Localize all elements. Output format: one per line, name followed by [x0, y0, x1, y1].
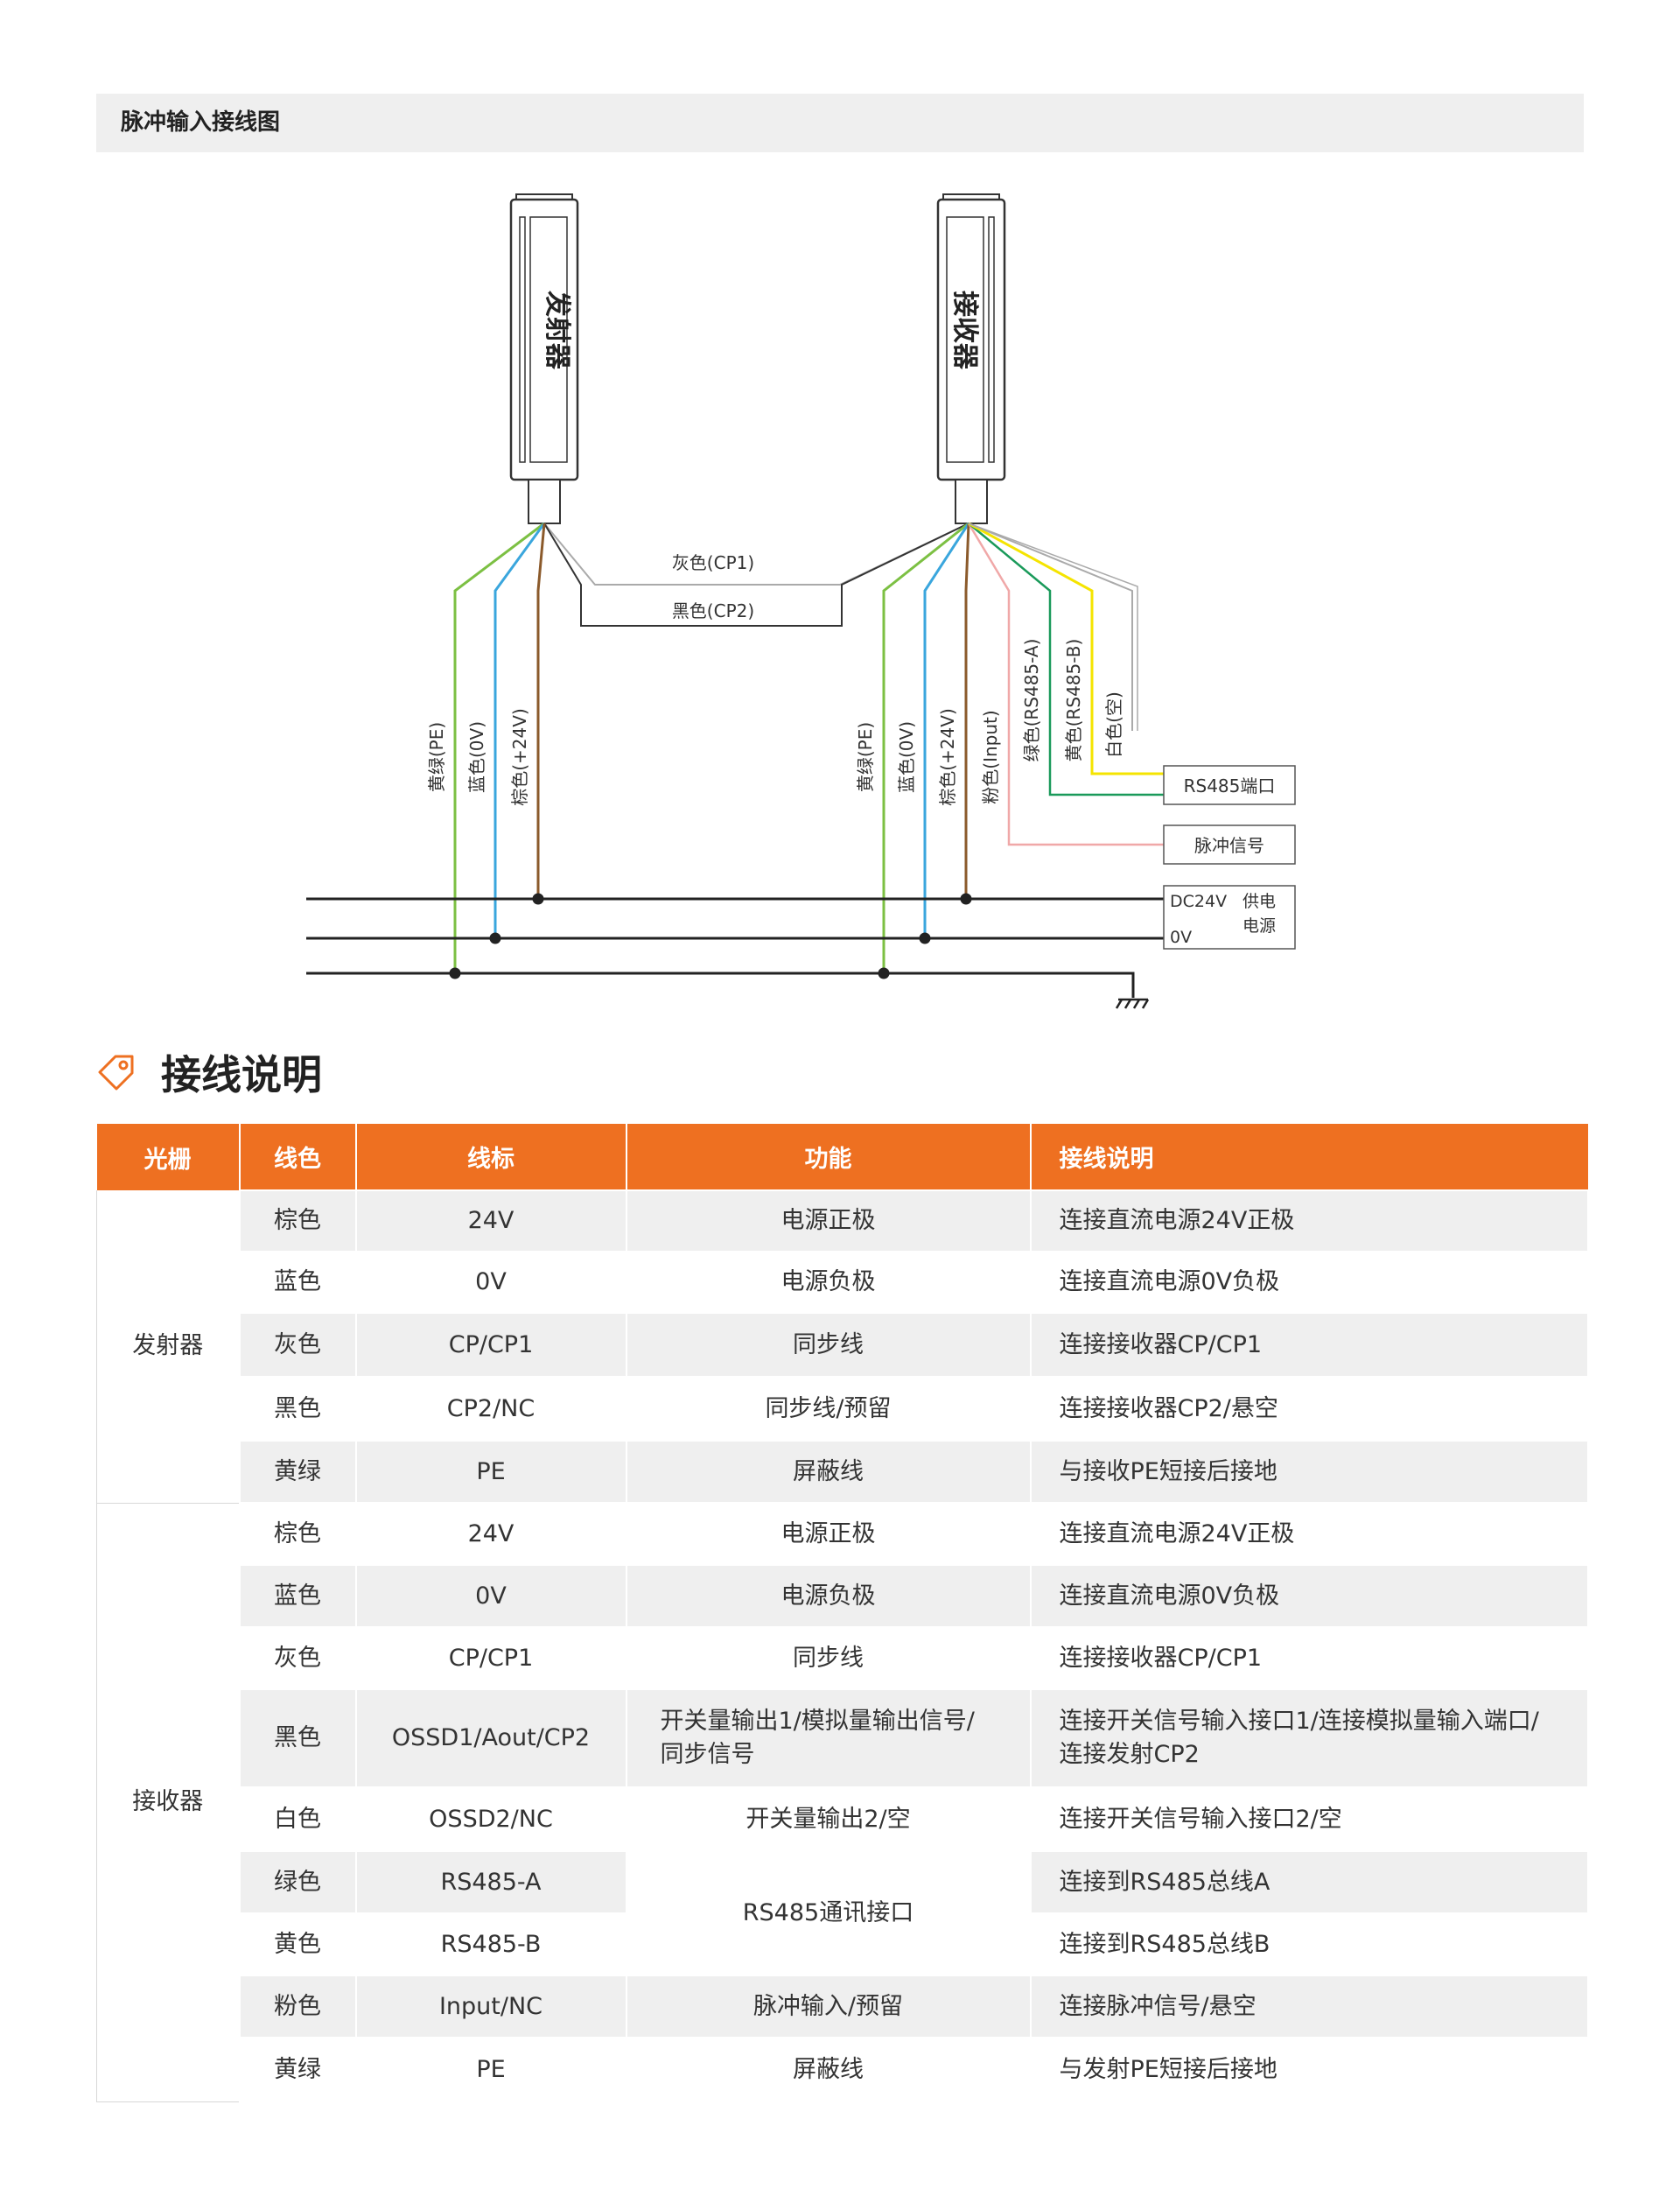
- receiver-wire-label: 黄色(RS485-B): [1063, 639, 1084, 762]
- pulse-signal-box: 脉冲信号: [1163, 824, 1296, 865]
- wiring-table: 光栅 线色 线标 功能 接线说明 发射器 棕色 24V 电源正极 连接直流电源2…: [96, 1124, 1589, 2102]
- section-title-text: 接线说明: [161, 1051, 322, 1098]
- table-row: 蓝色 0V 电源负极 连接直流电源0V负极: [97, 1251, 1589, 1314]
- table-row: 黑色 OSSD1/Aout/CP2 开关量输出1/模拟量输出信号/ 同步信号 连…: [97, 1688, 1589, 1788]
- receiver-label: 接收器: [949, 291, 980, 370]
- receiver-wire-label: 粉色(Input): [980, 710, 1001, 803]
- table-row: 黄绿 PE 屏蔽线 与发射PE短接后接地: [97, 2037, 1589, 2102]
- table-row: 粉色 Input/NC 脉冲输入/预留 连接脉冲信号/悬空: [97, 1975, 1589, 2038]
- group-emitter: 发射器: [96, 1190, 240, 1504]
- wire-label-black: 黑色(CP2): [672, 600, 754, 621]
- rs485-port-box: RS485端口: [1163, 765, 1296, 805]
- diagram-header: 脉冲输入接线图: [96, 94, 1584, 152]
- wire-emitter-24v: [536, 523, 546, 899]
- receiver-wire-label: 蓝色(0V): [896, 721, 917, 793]
- receiver-device: 接收器: [936, 193, 1006, 524]
- table-header: 线色: [239, 1124, 357, 1190]
- table-row: 黄绿 PE 屏蔽线 与接收PE短接后接地: [97, 1440, 1589, 1504]
- svg-text:DC24V: DC24V: [1170, 892, 1227, 911]
- table-header: 线标: [355, 1124, 627, 1190]
- svg-text:脉冲信号: 脉冲信号: [1194, 835, 1264, 856]
- table-header: 接线说明: [1030, 1124, 1588, 1190]
- receiver-wire-label: 黄绿(PE): [855, 722, 876, 792]
- emitter-device: 发射器: [509, 193, 579, 524]
- wire-emitter-0v: [494, 523, 546, 938]
- wiring-diagram: 发射器 接收器 灰色(CP1) 黑色(CP2) 黄绿(: [306, 193, 1296, 1009]
- svg-text:0V: 0V: [1170, 928, 1192, 947]
- receiver-wire-label: 绿色(RS485-A): [1021, 639, 1042, 762]
- wire-receiver-yellow: [968, 522, 1164, 775]
- wire-emitter-pe: [453, 522, 545, 973]
- power-supply-box: DC24V 0V 供电 电源: [1163, 885, 1296, 950]
- table-row: 灰色 CP/CP1 同步线 连接接收器CP/CP1: [97, 1312, 1589, 1378]
- receiver-wire-label: 白色(空): [1103, 691, 1124, 758]
- svg-text:供电: 供电: [1242, 892, 1276, 911]
- table-row: 黄色 RS485-B 连接到RS485总线B: [97, 1912, 1589, 1976]
- table-header: 功能: [626, 1124, 1032, 1190]
- table-row: 蓝色 0V 电源负极 连接直流电源0V负极: [97, 1564, 1589, 1628]
- ground-icon: [1115, 998, 1150, 1009]
- wire-emitter-black: [543, 523, 970, 627]
- emitter-wire-label: 蓝色(0V): [466, 721, 487, 793]
- table-header: 光栅: [96, 1124, 241, 1190]
- emitter-wire-label: 棕色(+24V): [509, 708, 530, 806]
- table-row: 发射器 棕色 24V 电源正极 连接直流电源24V正极: [96, 1189, 1589, 1504]
- section-title: 接线说明: [96, 1042, 322, 1103]
- wire-receiver-0v: [923, 523, 970, 938]
- svg-text:RS485端口: RS485端口: [1184, 775, 1276, 796]
- wire-label-gray: 灰色(CP1): [672, 552, 754, 573]
- table-row: 灰色 CP/CP1 同步线 连接接收器CP/CP1: [97, 1626, 1589, 1690]
- wire-receiver-white: [968, 523, 1133, 731]
- table-row: 接收器 棕色 24V 电源正极 连接直流电源24V正极: [96, 1502, 1589, 2102]
- table-row: 绿色 RS485-A RS485通讯接口 连接到RS485总线A: [97, 1850, 1589, 1976]
- table-row: 黑色 CP2/NC 同步线/预留 连接接收器CP2/悬空: [97, 1376, 1589, 1442]
- wire-receiver-24v: [964, 523, 970, 899]
- bus-pe: [306, 972, 1135, 998]
- receiver-wire-label: 棕色(+24V): [937, 708, 958, 806]
- svg-text:电源: 电源: [1242, 916, 1276, 936]
- emitter-wire-label: 黄绿(PE): [426, 722, 447, 792]
- table-header-row: 光栅 线色 线标 功能 接线说明: [96, 1124, 1588, 1190]
- wire-receiver-pink: [967, 523, 1164, 846]
- emitter-label: 发射器: [542, 290, 572, 370]
- group-receiver: 接收器: [96, 1503, 240, 2102]
- tag-icon: [98, 1055, 134, 1091]
- table-row: 白色 OSSD2/NC 开关量输出2/空 连接开关信号输入接口2/空: [97, 1786, 1589, 1852]
- wire-receiver-pe: [882, 522, 970, 973]
- wire-receiver-green: [968, 523, 1164, 796]
